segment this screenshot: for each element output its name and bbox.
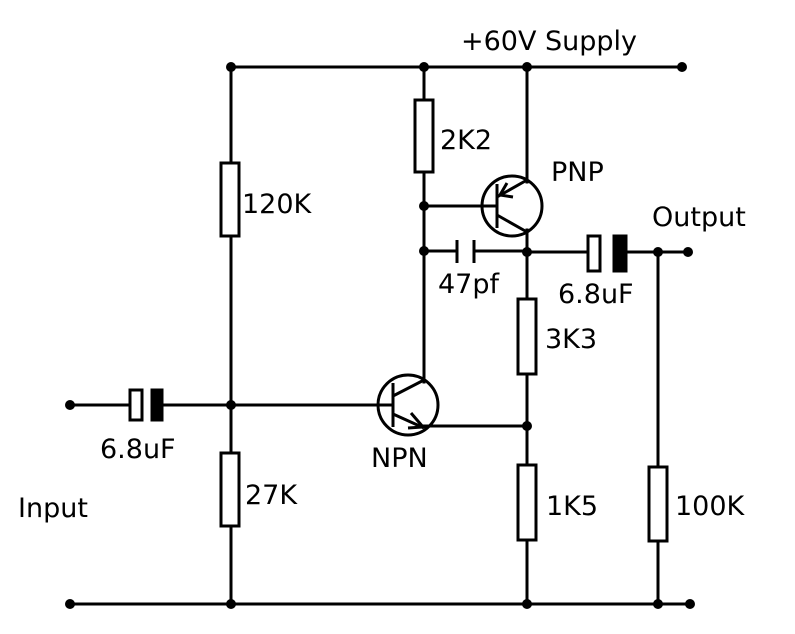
compensation-capacitor-label: 47pf <box>438 269 500 300</box>
output-terminal <box>683 247 693 257</box>
resistor-1k5-label: 1K5 <box>546 491 598 522</box>
input-terminal <box>65 400 75 410</box>
labels: +60V Supply Output Input 120K 27K 2K2 3K… <box>18 26 746 524</box>
supply-label: +60V Supply <box>461 26 637 57</box>
resistor-2k2 <box>413 98 435 174</box>
pnp-collector-lead <box>496 213 528 234</box>
junction-dot <box>653 247 663 257</box>
output-capacitor-positive-plate <box>586 234 602 273</box>
junction-dot <box>226 62 236 72</box>
pnp-label: PNP <box>551 157 604 188</box>
output-capacitor-negative-plate <box>612 234 628 273</box>
terminals <box>65 62 695 609</box>
junction-dot <box>522 599 532 609</box>
resistor-3k3-label: 3K3 <box>545 324 597 355</box>
output-label: Output <box>652 202 746 233</box>
resistor-120k <box>219 161 241 238</box>
junction-dot <box>522 247 532 257</box>
junctions <box>226 62 663 609</box>
input-capacitor-negative-plate <box>150 388 164 422</box>
junction-dot <box>226 400 236 410</box>
input-label: Input <box>18 493 88 524</box>
npn-collector-lead <box>392 378 425 398</box>
resistor-100k-label: 100K <box>675 491 746 522</box>
junction-dot <box>522 62 532 72</box>
output-capacitor-label: 6.8uF <box>558 279 634 310</box>
npn-label: NPN <box>371 443 428 474</box>
capacitors <box>128 234 628 422</box>
junction-dot <box>419 246 429 256</box>
junction-dot <box>653 599 663 609</box>
transistor-npn <box>376 373 440 437</box>
resistor-100k <box>647 465 669 543</box>
input-capacitor-label: 6.8uF <box>100 434 176 465</box>
junction-dot <box>419 201 429 211</box>
npn-emitter-arrow <box>407 412 427 430</box>
npn-emitter-lead <box>392 412 425 430</box>
supply-terminal <box>677 62 687 72</box>
resistor-27k <box>219 451 241 528</box>
pnp-emitter-arrow <box>497 182 514 199</box>
transistor-pnp <box>480 174 544 238</box>
resistor-3k3 <box>516 297 538 376</box>
junction-dot <box>226 599 236 609</box>
resistors <box>219 98 669 543</box>
ground-terminal-right <box>685 599 695 609</box>
ground-terminal-left <box>65 599 75 609</box>
resistor-2k2-label: 2K2 <box>440 125 492 156</box>
junction-dot <box>419 62 429 72</box>
resistor-1k5 <box>516 463 538 542</box>
junction-dot <box>522 421 532 431</box>
resistor-120k-label: 120K <box>242 189 313 220</box>
input-capacitor-positive-plate <box>128 388 144 422</box>
resistor-27k-label: 27K <box>245 480 298 511</box>
wires <box>68 65 692 606</box>
